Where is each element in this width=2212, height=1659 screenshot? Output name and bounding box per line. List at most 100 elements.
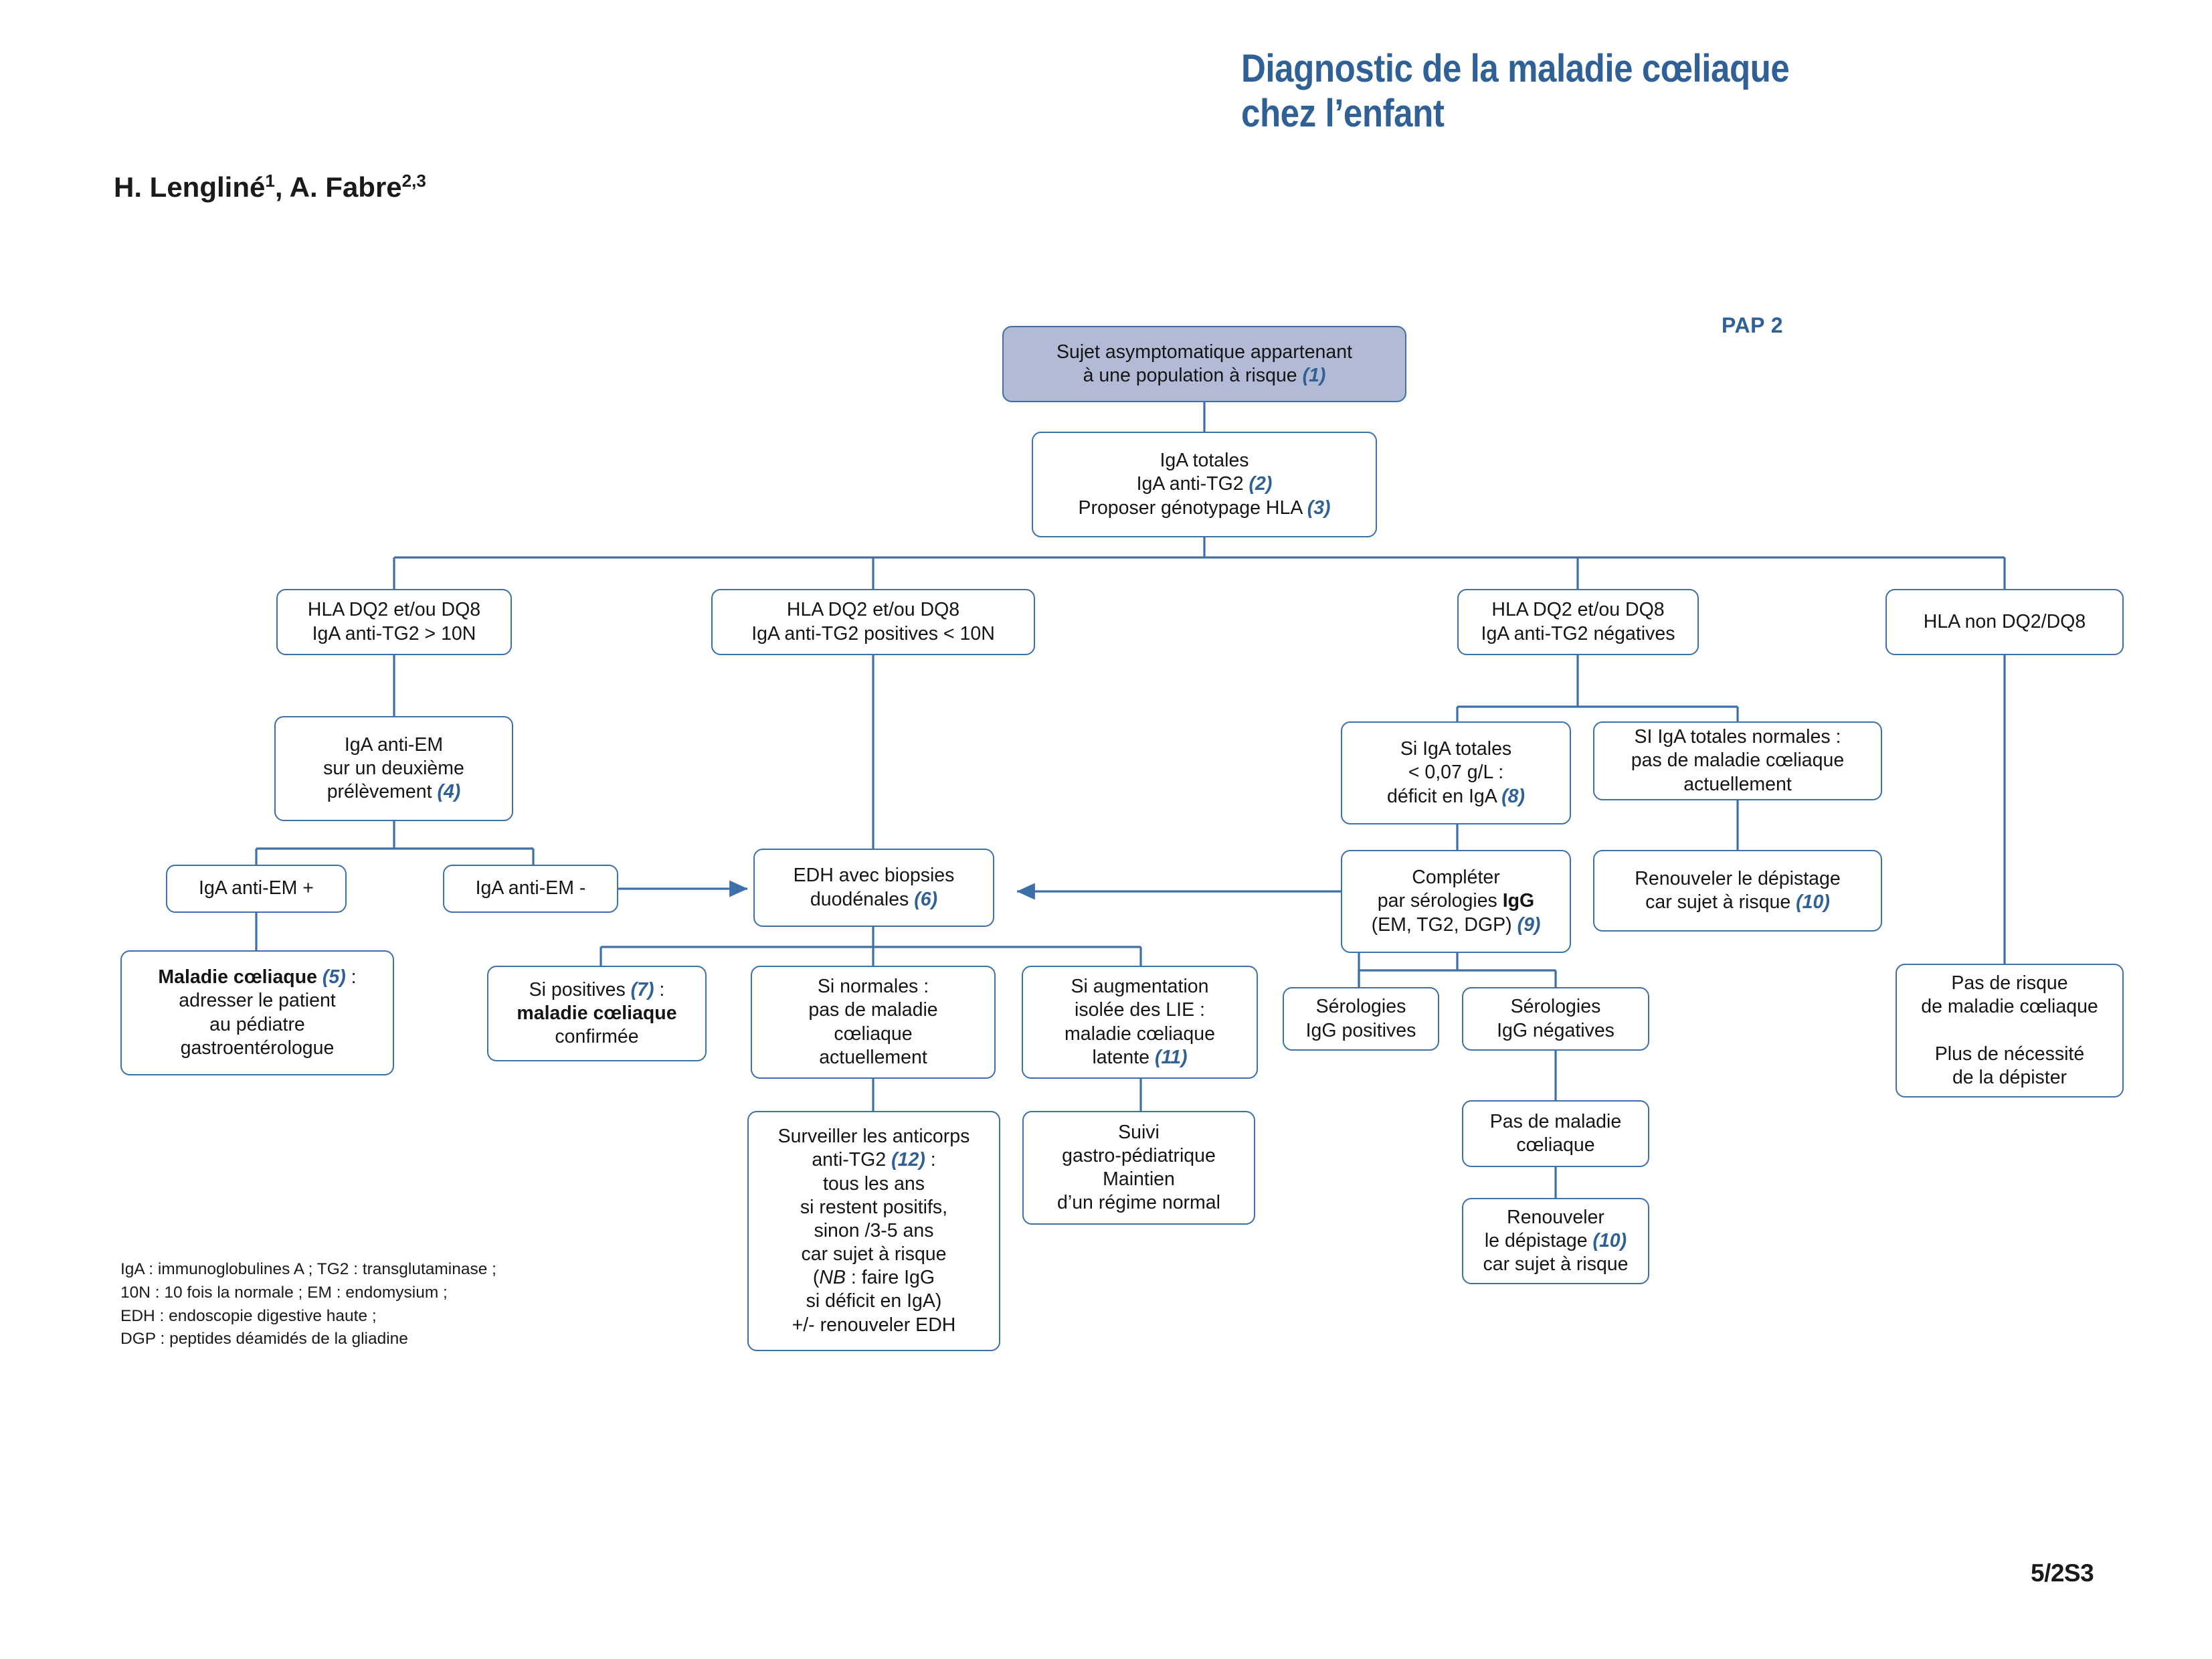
pap-label: PAP 2 bbox=[1722, 313, 1784, 337]
node-si-positives-bold: maladie cœliaque bbox=[517, 1002, 677, 1024]
node-suivi-line-1: Suivi bbox=[1118, 1121, 1160, 1143]
node-maladie-left-line-2: adresser le patient bbox=[179, 990, 336, 1012]
node-completer-line-1: Compléter bbox=[1412, 867, 1500, 889]
page-title-line-2: chez l’enfant bbox=[1241, 91, 1445, 135]
node-pas-maladie-line-1: Pas de maladie bbox=[1489, 1110, 1622, 1132]
node-completer-line-2-bold: IgG bbox=[1502, 890, 1535, 912]
node-branch-hla-non-dq2-dq8[interactable]: HLA non DQ2/DQ8 bbox=[1885, 589, 2124, 655]
node-surveiller-colon: : bbox=[925, 1149, 936, 1171]
node-maladie-left-line-3: au pédiatre bbox=[209, 1013, 305, 1035]
node-edh-line-1: EDH avec biopsies bbox=[793, 865, 955, 887]
node-tests-line-2: IgA anti-TG2 bbox=[1136, 473, 1249, 495]
node-anti-em-positive[interactable]: IgA anti-EM + bbox=[166, 865, 347, 913]
node-deficit-ref: (8) bbox=[1501, 785, 1525, 807]
node-iga-normales-line-2: pas de maladie cœliaque bbox=[1631, 750, 1845, 772]
node-si-augmentation-line-1: Si augmentation bbox=[1071, 976, 1209, 998]
node-pas-risque-line-1: Pas de risque bbox=[1951, 972, 2068, 994]
node-renouveler-dep-line-2: le dépistage bbox=[1484, 1229, 1593, 1251]
node-surveiller-line-2: anti-TG2 bbox=[812, 1149, 892, 1171]
node-surveiller-line-8: si déficit en IgA) bbox=[806, 1290, 942, 1312]
node-branch-c-line-2: IgA anti-TG2 négatives bbox=[1481, 622, 1675, 644]
node-edh-line-2: duodénales bbox=[810, 888, 915, 910]
node-renouveler-risque-line-2: car sujet à risque bbox=[1645, 891, 1796, 913]
authors-separator: , A. Fabre bbox=[274, 171, 402, 203]
node-suivi-line-2: gastro-pédiatrique bbox=[1062, 1144, 1216, 1166]
node-surveiller-line-1: Surveiller les anticorps bbox=[777, 1126, 970, 1148]
node-anti-em-negative-label: IgA anti-EM - bbox=[475, 877, 586, 899]
node-si-augmentation-line-4: latente bbox=[1092, 1046, 1155, 1068]
node-anti-em-second-line-2: sur un deuxième bbox=[323, 757, 464, 779]
node-edh-ref: (6) bbox=[914, 888, 938, 910]
node-completer-ref: (9) bbox=[1517, 913, 1541, 936]
node-root-ref: (1) bbox=[1302, 365, 1326, 386]
node-suivi-line-3: Maintien bbox=[1103, 1168, 1175, 1190]
node-pas-risque-line-3: Plus de nécessité bbox=[1934, 1043, 2085, 1065]
node-surveiller-line-5: sinon /3-5 ans bbox=[814, 1219, 934, 1241]
node-tests-ref-3: (3) bbox=[1307, 497, 1331, 519]
node-surveiller-line-7-open: ( bbox=[812, 1267, 820, 1289]
node-sero-pos-line-2: IgG positives bbox=[1305, 1019, 1416, 1041]
node-sero-neg-line-1: Sérologies bbox=[1510, 996, 1601, 1018]
node-deficit-line-1: Si IgA totales bbox=[1400, 738, 1512, 760]
node-branch-b-line-1: HLA DQ2 et/ou DQ8 bbox=[786, 599, 960, 621]
node-deficit-line-3: déficit en IgA bbox=[1387, 785, 1502, 807]
node-pas-risque-line-2: de maladie cœliaque bbox=[1921, 996, 2098, 1018]
page-title-line-1: Diagnostic de la maladie cœliaque bbox=[1241, 47, 1790, 90]
node-completer-line-3: (EM, TG2, DGP) bbox=[1371, 913, 1517, 936]
node-renouveler-dep-line-1: Renouveler bbox=[1507, 1206, 1604, 1228]
node-branch-a-line-1: HLA DQ2 et/ou DQ8 bbox=[307, 599, 481, 621]
node-sero-pos-line-1: Sérologies bbox=[1315, 996, 1406, 1018]
node-maladie-coeliaque-confirmed-left[interactable]: Maladie cœliaque (5) :adresser le patien… bbox=[120, 950, 394, 1075]
node-deficit-en-iga[interactable]: Si IgA totales< 0,07 g/L :déficit en IgA… bbox=[1341, 721, 1571, 824]
node-surveiller-line-9: +/- renouveler EDH bbox=[792, 1314, 956, 1336]
authors: H. Lengliné1, A. Fabre2,3 bbox=[114, 171, 426, 203]
node-pas-maladie-line-2: cœliaque bbox=[1516, 1134, 1595, 1156]
node-surveiller-line-4: si restent positifs, bbox=[800, 1196, 948, 1218]
author-1-affiliation: 1 bbox=[265, 171, 275, 191]
node-si-positives-line-1: Si positives bbox=[529, 978, 631, 1000]
node-si-normales-line-1: Si normales : bbox=[817, 976, 929, 998]
node-iga-normales-pas-maladie[interactable]: SI IgA totales normales :pas de maladie … bbox=[1593, 721, 1882, 800]
node-anti-em-negative[interactable]: IgA anti-EM - bbox=[443, 865, 618, 913]
node-tests-ref-2: (2) bbox=[1249, 473, 1273, 495]
node-si-augmentation-line-2: isolée des LIE : bbox=[1075, 999, 1205, 1021]
page-title: Diagnostic de la maladie cœliaque chez l… bbox=[1241, 47, 2024, 136]
node-branch-a-line-2: IgA anti-TG2 > 10N bbox=[312, 622, 476, 644]
author-1: H. Lengliné bbox=[114, 171, 266, 203]
node-branch-b-line-2: IgA anti-TG2 positives < 10N bbox=[751, 622, 995, 644]
node-iga-normales-line-1: SI IgA totales normales : bbox=[1634, 726, 1841, 748]
node-root-line-1: Sujet asymptomatique appartenant bbox=[1056, 341, 1353, 363]
node-surveiller-nb: NB bbox=[819, 1267, 846, 1289]
node-branch-d-line-1: HLA non DQ2/DQ8 bbox=[1923, 610, 2086, 632]
node-renouveler-dep-ref: (10) bbox=[1592, 1229, 1627, 1251]
node-si-positives-line-3: confirmée bbox=[555, 1026, 639, 1048]
node-tests-line-3: Proposer génotypage HLA bbox=[1078, 497, 1307, 519]
node-surveiller-line-3: tous les ans bbox=[822, 1172, 925, 1195]
node-sero-neg-line-2: IgG négatives bbox=[1497, 1019, 1615, 1041]
node-anti-em-second-ref: (4) bbox=[437, 781, 461, 803]
abbreviation-legend: IgA : immunoglobulines A ; TG2 : transgl… bbox=[120, 1260, 496, 1348]
node-root-line-2: à une population à risque bbox=[1083, 365, 1303, 386]
node-si-positives-ref: (7) bbox=[630, 978, 654, 1000]
node-surveiller-ref: (12) bbox=[891, 1149, 925, 1171]
node-renouveler-risque-ref: (10) bbox=[1796, 891, 1830, 913]
